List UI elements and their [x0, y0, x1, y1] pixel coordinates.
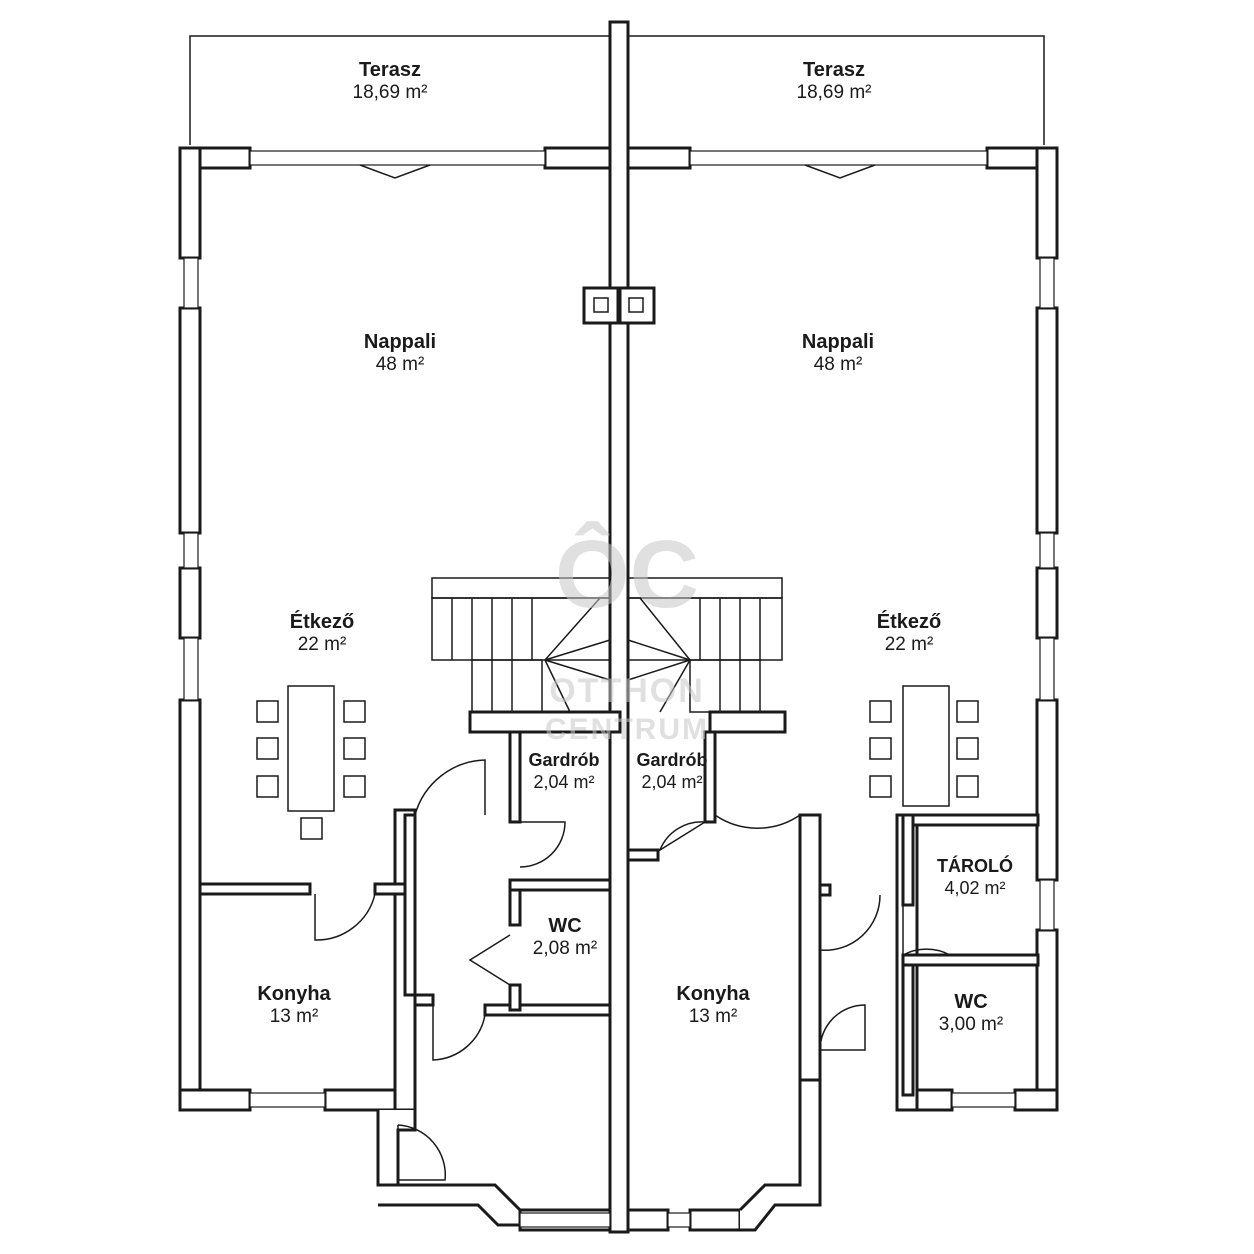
stairs-left	[431, 577, 611, 713]
room-area: 13 m²	[269, 1006, 319, 1027]
room-area: 18,69 m²	[796, 82, 872, 103]
room-name: Nappali	[801, 331, 875, 353]
watermark-logo: ÔC	[555, 521, 699, 628]
room-label-wc-left: WC 2,08 m²	[533, 914, 597, 961]
room-area: 13 m²	[688, 1006, 738, 1027]
dining-left	[256, 685, 366, 840]
doors	[314, 759, 951, 1181]
room-label-terasz-left: Terasz 18,69 m²	[353, 58, 428, 105]
room-label-nappali-right: Nappali 48 m²	[802, 330, 874, 377]
room-name: Terasz	[803, 59, 865, 81]
room-name: Terasz	[359, 59, 421, 81]
room-label-etkezo-left: Étkező 22 m²	[290, 610, 354, 657]
room-name: Étkező	[289, 611, 355, 633]
room-area: 4,02 m²	[944, 877, 1006, 898]
room-name: Gardrób	[636, 750, 708, 770]
room-area: 2,04 m²	[533, 771, 595, 792]
room-area: 48 m²	[375, 354, 425, 375]
windows	[183, 150, 1055, 1228]
watermark-line2: CENTRUM	[545, 713, 709, 746]
room-area: 2,04 m²	[641, 771, 703, 792]
room-name: WC	[548, 915, 582, 937]
dining-right	[869, 685, 979, 807]
room-label-konyha-right: Konyha 13 m²	[676, 982, 749, 1029]
room-name: Gardrób	[528, 750, 600, 770]
room-area: 3,00 m²	[938, 1014, 1004, 1035]
room-label-konyha-left: Konyha 13 m²	[257, 982, 330, 1029]
room-name: WC	[954, 991, 988, 1013]
room-area: 48 m²	[813, 354, 863, 375]
room-label-etkezo-right: Étkező 22 m²	[877, 610, 941, 657]
interior-walls-left	[198, 710, 622, 1017]
room-area: 22 m²	[884, 634, 934, 655]
room-label-terasz-right: Terasz 18,69 m²	[797, 58, 872, 105]
room-label-taroloo-right: TÁROLÓ 4,02 m²	[937, 856, 1013, 899]
room-area: 22 m²	[297, 634, 347, 655]
room-name: Konyha	[676, 983, 750, 1005]
room-label-gardrob-left: Gardrób 2,04 m²	[528, 750, 599, 793]
stairs-right	[627, 577, 783, 713]
room-label-nappali-left: Nappali 48 m²	[364, 330, 436, 377]
room-area: 18,69 m²	[352, 82, 428, 103]
interior-walls-right	[626, 710, 1040, 1097]
room-name: Konyha	[257, 983, 331, 1005]
terrace-outline	[189, 35, 1045, 145]
party-wall	[582, 20, 656, 1234]
watermark-line1: OTTHON	[549, 672, 705, 710]
room-label-wc-right: WC 3,00 m²	[939, 990, 1003, 1037]
room-name: Étkező	[876, 611, 942, 633]
room-area: 2,08 m²	[532, 938, 598, 959]
room-name: TÁROLÓ	[937, 856, 1013, 876]
room-label-gardrob-right: Gardrób 2,04 m²	[636, 750, 707, 793]
room-name: Nappali	[363, 331, 437, 353]
